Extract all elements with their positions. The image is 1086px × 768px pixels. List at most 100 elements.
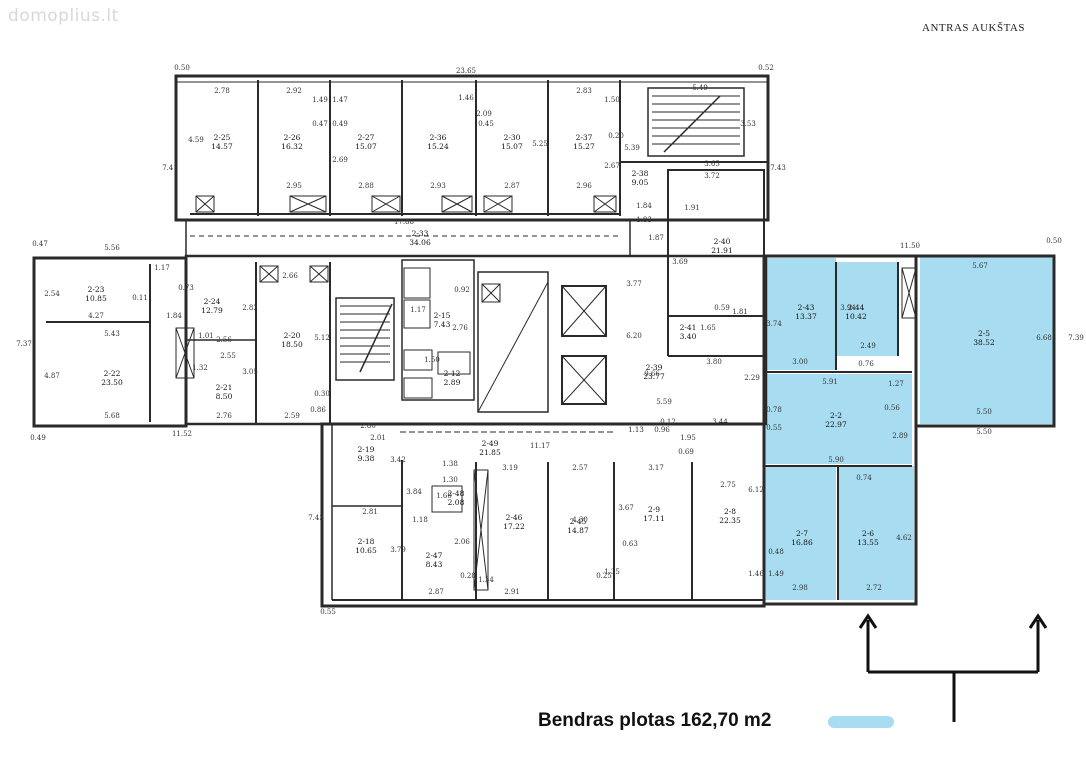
dimension-label: 5.56 — [104, 244, 120, 252]
dimension-label: 0.47 — [312, 120, 328, 128]
room-number: 2-44 — [848, 303, 865, 312]
room-area: 21.85 — [479, 448, 501, 457]
room-number: 2-5 — [978, 329, 990, 338]
dimension-label: 1.13 — [628, 426, 644, 434]
room-number: 2-30 — [504, 133, 521, 142]
dimension-label: 9.66 — [644, 370, 660, 378]
dimension-label: 3.94 — [840, 304, 856, 312]
room-labels: 2-2514.572-2616.322-2715.072-3615.242-30… — [85, 133, 995, 569]
total-area-label: Bendras plotas 162,70 m2 — [538, 710, 772, 731]
dimension-label: 1.81 — [732, 308, 748, 316]
dimension-label: 1.17 — [154, 264, 170, 272]
dimension-label: 3.67 — [618, 504, 634, 512]
dimension-label: 5.67 — [972, 262, 988, 270]
room-area: 3.40 — [680, 332, 697, 341]
dimension-label: 0.12 — [660, 418, 676, 426]
dimension-label: 0.55 — [766, 424, 782, 432]
room-area: 2.89 — [444, 378, 461, 387]
dimension-label: 2.67 — [604, 162, 620, 170]
dimension-label: 3.53 — [740, 120, 756, 128]
room-area: 13.55 — [857, 538, 879, 547]
dimension-label: 1.84 — [636, 202, 652, 210]
dimension-label: 2.91 — [504, 588, 520, 596]
dimension-label: 1.50 — [424, 356, 440, 364]
dimension-label: 1.01 — [198, 332, 214, 340]
dimension-label: 3.69 — [672, 258, 688, 266]
room-area: 16.86 — [791, 538, 813, 547]
dimension-label: 2.87 — [504, 182, 520, 190]
dimension-label: 0.86 — [310, 406, 326, 414]
dimension-label: 3.80 — [706, 358, 722, 366]
dimension-label: 1.60 — [436, 492, 452, 500]
dimension-label: 0.78 — [766, 406, 782, 414]
room-number: 2-36 — [430, 133, 447, 142]
dimension-label: 0.74 — [856, 474, 872, 482]
dimension-label: 0.49 — [30, 434, 46, 442]
dimension-label: 5.50 — [976, 428, 992, 436]
dimension-label: 3.74 — [766, 320, 782, 328]
dimension-label: 2.89 — [892, 432, 908, 440]
dimension-label: 7.43 — [770, 164, 786, 172]
dimension-label: 0.50 — [174, 64, 190, 72]
room-area: 23.77 — [643, 372, 665, 381]
dimension-label: 1.32 — [192, 364, 208, 372]
room-area: 34.06 — [409, 238, 431, 247]
dimension-label: 2.75 — [720, 481, 736, 489]
room-number: 2-41 — [680, 323, 697, 332]
dimension-label: 5.43 — [104, 330, 120, 338]
dimension-label: 5.68 — [104, 412, 120, 420]
highlighted-rooms — [764, 256, 1054, 600]
room-fill-2-43 — [764, 258, 836, 370]
room-area: 15.07 — [501, 142, 523, 151]
dimension-label: 3.00 — [792, 358, 808, 366]
dimension-label: 1.95 — [680, 434, 696, 442]
room-area: 14.57 — [211, 142, 233, 151]
room-area: 7.43 — [434, 320, 451, 329]
dimension-label: 1.34 — [478, 576, 494, 584]
room-area: 10.85 — [85, 294, 107, 303]
dimension-label: 1.49 — [768, 570, 784, 578]
dimension-label: 2.93 — [430, 182, 446, 190]
dimension-label: 2.81 — [362, 508, 378, 516]
room-number: 2-20 — [284, 331, 301, 340]
dimension-label: 2.72 — [866, 584, 882, 592]
dimension-label: 0.47 — [32, 240, 48, 248]
dimension-label: 2.87 — [428, 588, 444, 596]
walls — [32, 74, 1056, 608]
dimension-label: 0.28 — [460, 572, 476, 580]
room-area: 18.50 — [281, 340, 303, 349]
dimension-label: 7.43 — [308, 514, 324, 522]
dimension-label: 2.88 — [358, 182, 374, 190]
room-area: 38.52 — [973, 338, 995, 347]
dimension-label: 2.78 — [214, 87, 230, 95]
dimension-label: 0.59 — [714, 304, 730, 312]
dimension-label: 5.59 — [656, 398, 672, 406]
dimension-label: 4.27 — [88, 312, 104, 320]
dimension-label: 1.49 — [312, 96, 328, 104]
room-area: 14.87 — [567, 526, 589, 535]
dimension-label: 1.46 — [458, 94, 474, 102]
dimension-label: 1.47 — [332, 96, 348, 104]
dimension-label: 1.30 — [442, 476, 458, 484]
room-number: 2-12 — [444, 369, 461, 378]
dimension-label: 7.41 — [162, 164, 178, 172]
dimension-label: 5.49 — [692, 84, 708, 92]
dimension-label: 11.17 — [530, 442, 550, 450]
room-number: 2-26 — [284, 133, 301, 142]
room-fill-2-6 — [838, 466, 914, 600]
dimension-label: 5.50 — [976, 408, 992, 416]
room-fill-2-2 — [764, 374, 912, 464]
room-number: 2-25 — [214, 133, 231, 142]
dimension-label: 0.69 — [678, 448, 694, 456]
dimension-label: 0.52 — [758, 64, 774, 72]
dimension-label: 3.84 — [406, 488, 422, 496]
dimension-label: 2.54 — [44, 290, 60, 298]
room-fill-2-44 — [836, 262, 898, 356]
room-number: 2-33 — [412, 229, 429, 238]
room-number: 2-19 — [358, 445, 375, 454]
dimension-label: 2.01 — [370, 434, 386, 442]
dimension-label: 2.83 — [576, 87, 592, 95]
dimension-label: 1.83 — [636, 216, 652, 224]
